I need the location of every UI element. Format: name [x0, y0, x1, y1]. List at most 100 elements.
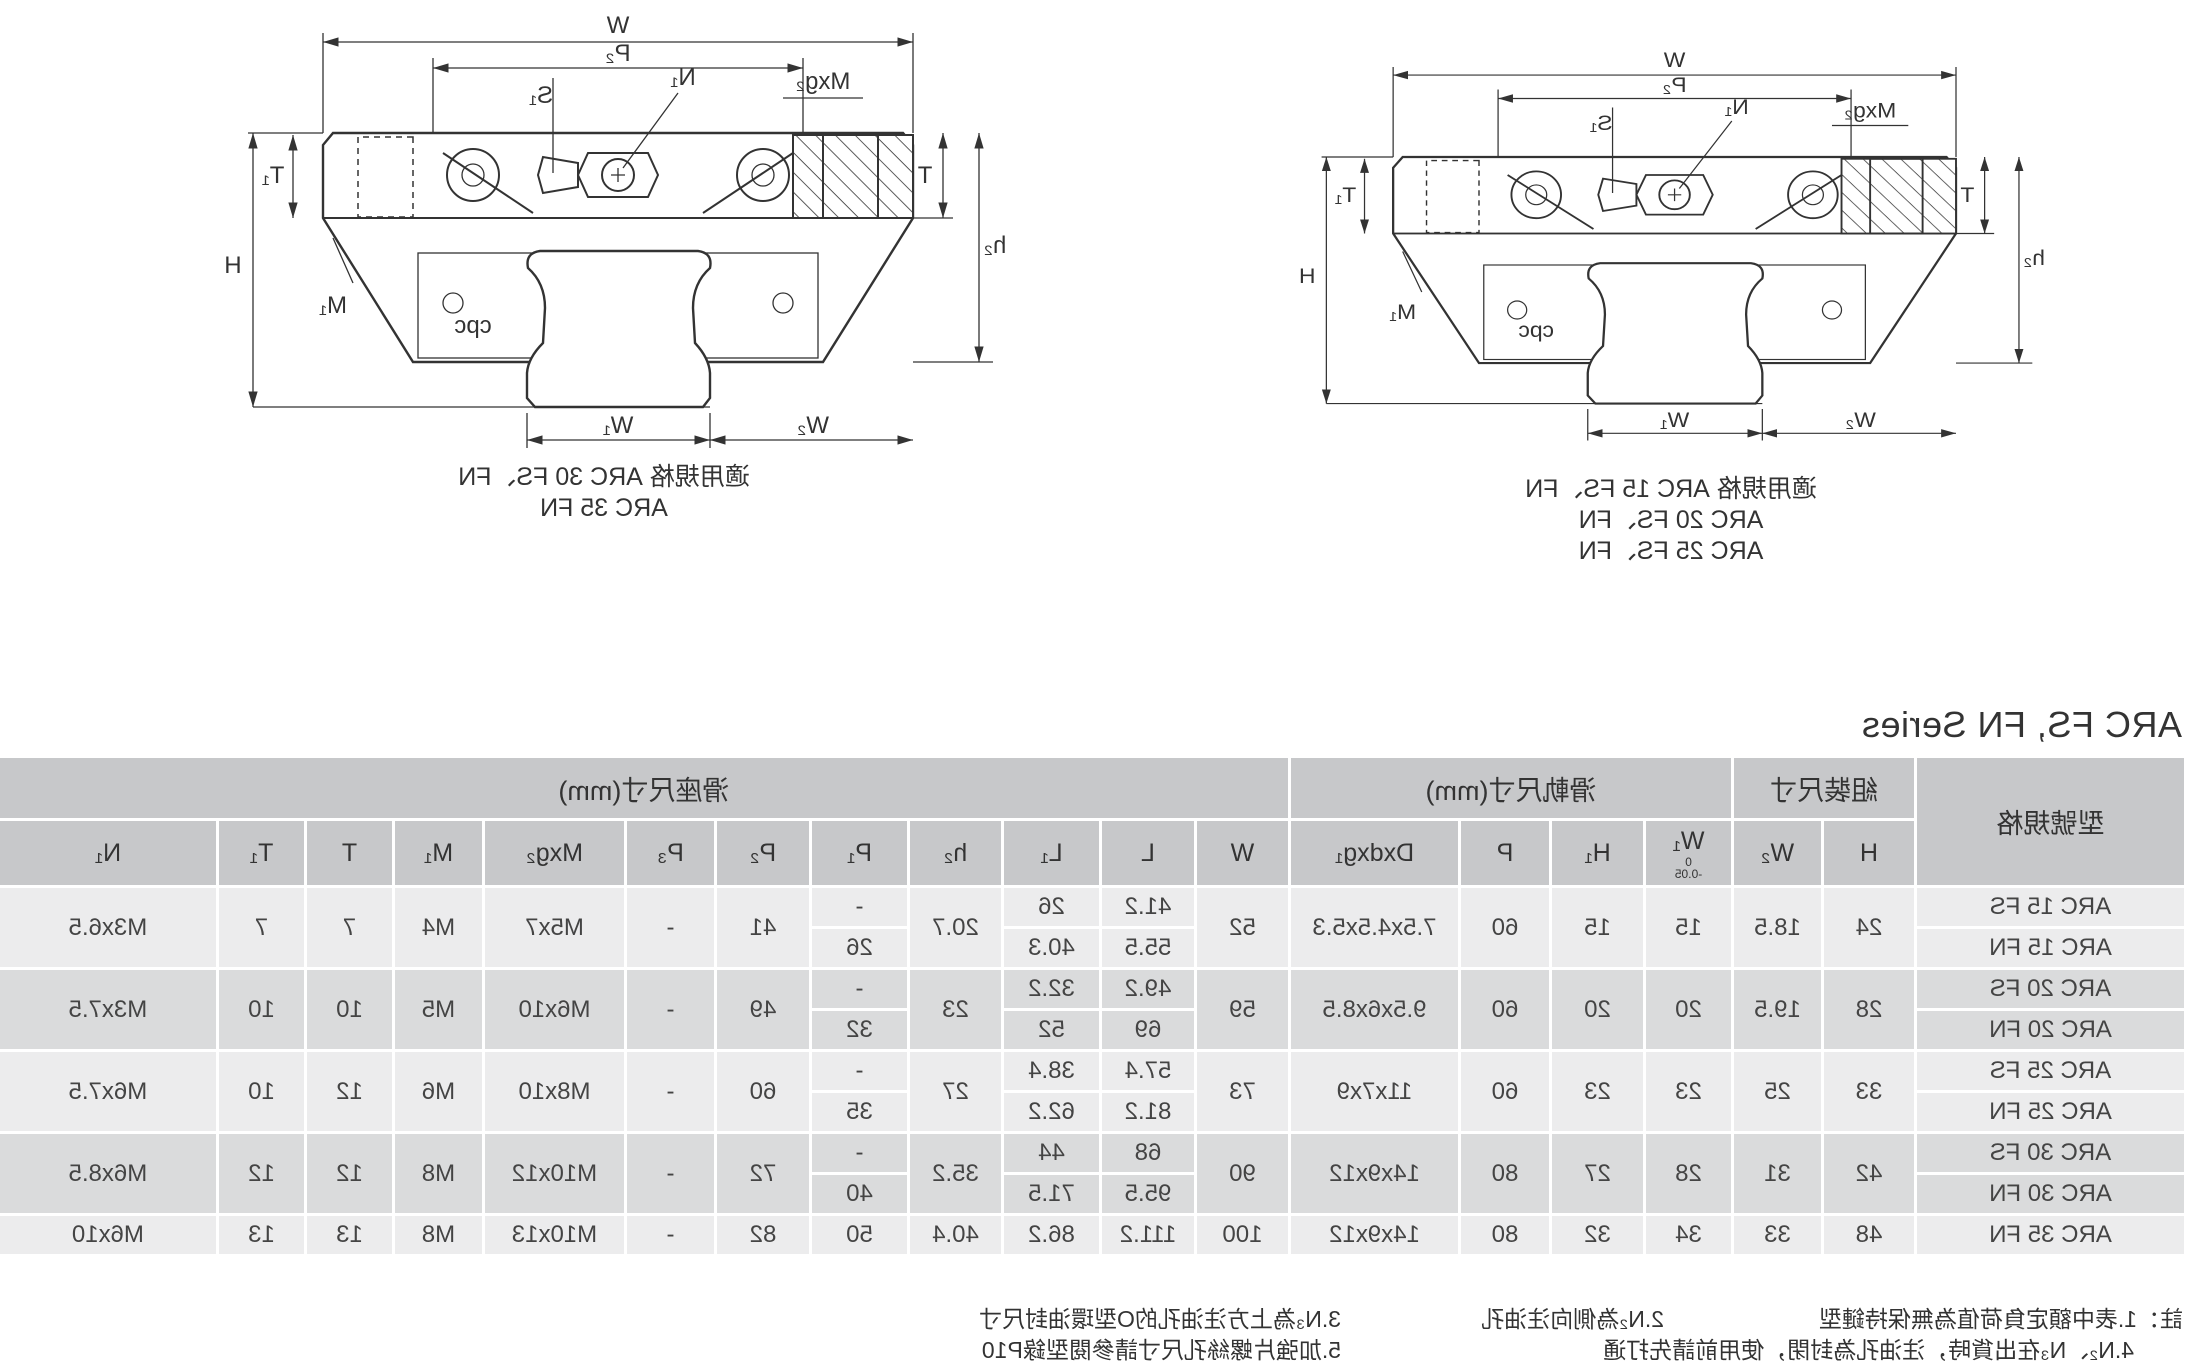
cell-p1: 40 — [810, 1173, 909, 1215]
cell-m1: M6 — [393, 1050, 484, 1133]
label-h2: h₂ — [2023, 246, 2045, 270]
cell-l1: 38.4 — [1002, 1050, 1101, 1092]
cell-l1: 86.2 — [1002, 1214, 1101, 1256]
cell-p3: - — [625, 1214, 716, 1256]
cell-p1: 35 — [810, 1091, 909, 1133]
cell-l1: 40.3 — [1002, 927, 1101, 969]
column-label: T — [341, 838, 358, 867]
cell-w2: 18.5 — [1732, 886, 1823, 969]
cell-d: 7.5x4.5x5.3 — [1289, 886, 1460, 969]
note-5: 5.加強片螺絲孔尺寸請參閱型錄P10 — [981, 1337, 1341, 1363]
series-title: ARC FS, FN Series — [1861, 704, 2182, 745]
label-h2: h₂ — [984, 232, 1007, 259]
tolerance-label: -0.05 — [1674, 866, 1703, 881]
grease-nipple-icon — [576, 152, 660, 198]
cell-l: 95.5 — [1100, 1173, 1196, 1215]
cell-p3: - — [625, 1132, 716, 1215]
column-label: P₃ — [657, 838, 684, 867]
cell-l: 68 — [1100, 1132, 1196, 1174]
cell-p2: 49 — [715, 968, 811, 1051]
cell-h2: 20.7 — [908, 886, 1003, 969]
cell-w: 73 — [1195, 1050, 1290, 1133]
cell-l: 49.2 — [1100, 968, 1196, 1010]
cell-l: 57.4 — [1100, 1050, 1196, 1092]
cell-h1: 23 — [1550, 1050, 1645, 1133]
column-label: W — [1230, 838, 1255, 867]
roller-icon — [1787, 170, 1839, 220]
cell-model: ARC 25 FS — [1915, 1050, 2186, 1092]
cell-m1: M8 — [393, 1214, 484, 1256]
cell-w2: 33 — [1732, 1214, 1823, 1256]
cell-w2: 25 — [1732, 1050, 1823, 1133]
note-1: 註：1.表中額定負荷值為無保持鏈型 — [1818, 1306, 2183, 1332]
column-header-m1: M₁ — [393, 819, 484, 887]
cell-w1: 23 — [1644, 1050, 1733, 1133]
cell-model: ARC 15 FS — [1915, 886, 2186, 928]
cell-d: 11x7x9 — [1289, 1050, 1460, 1133]
label-t: T — [917, 162, 932, 189]
column-label: P₁ — [846, 838, 873, 867]
cell-l: 41.2 — [1100, 886, 1196, 928]
column-header-h2: h₂ — [908, 819, 1003, 887]
column-label: Mxg₂ — [526, 838, 583, 867]
column-header-p2: P₂ — [715, 819, 811, 887]
cell-mxg2: M5x7 — [483, 886, 626, 969]
column-label: H₁ — [1584, 838, 1611, 867]
cell-t: 12 — [305, 1050, 394, 1133]
cell-l: 81.2 — [1100, 1091, 1196, 1133]
label-w: W — [606, 12, 629, 39]
column-header-n1: N₁ — [0, 819, 218, 887]
cell-d: 14x9x12 — [1289, 1214, 1460, 1256]
cell-w2: 31 — [1732, 1132, 1823, 1215]
cell-p2: 72 — [715, 1132, 811, 1215]
drawing-caption: ARC 35 FN — [540, 494, 668, 522]
column-label: T₁ — [249, 838, 274, 867]
column-label: L — [1141, 838, 1155, 867]
cell-h2: 23 — [908, 968, 1003, 1051]
column-header-w2: W₂ — [1732, 819, 1823, 887]
cell-p: 80 — [1459, 1214, 1551, 1256]
header-block: 滑座尺寸(mm) — [0, 756, 1290, 820]
cell-n1: M3x7.5 — [0, 968, 218, 1051]
cell-p1: 32 — [810, 1009, 909, 1051]
header-rail: 滑軌尺寸(mm) — [1289, 756, 1733, 820]
cell-w: 100 — [1195, 1214, 1290, 1256]
cell-p2: 41 — [715, 886, 811, 969]
cell-l1: 62.2 — [1002, 1091, 1101, 1133]
label-m1: M₁ — [319, 292, 347, 319]
cell-h: 28 — [1822, 968, 1916, 1051]
drawing-caption: 適用規格 ARC 15 FS、FN — [1525, 475, 1817, 503]
cell-t1: 12 — [217, 1132, 306, 1215]
cell-mxg2: M10x12 — [483, 1132, 626, 1215]
cell-h: 48 — [1822, 1214, 1916, 1256]
label-p2: P₂ — [1662, 73, 1686, 97]
cell-n1: M6x10 — [0, 1214, 218, 1256]
cell-p: 60 — [1459, 968, 1551, 1051]
column-label: L₁ — [1040, 838, 1063, 867]
section-hatch — [1840, 157, 1957, 235]
section-hatch — [792, 134, 914, 219]
cell-model: ARC 30 FN — [1915, 1173, 2186, 1215]
header-model: 型號規格 — [1915, 756, 2186, 887]
cell-p1: - — [810, 1132, 909, 1174]
label-s1: S₁ — [529, 82, 553, 109]
cell-w1: 34 — [1644, 1214, 1733, 1256]
cell-n1: M3x6.5 — [0, 886, 218, 969]
cell-p3: - — [625, 968, 716, 1051]
rail — [1586, 262, 1764, 405]
cell-mxg2: M10x13 — [483, 1214, 626, 1256]
cell-p1: 26 — [810, 927, 909, 969]
cell-t1: 10 — [217, 968, 306, 1051]
cell-w1: 28 — [1644, 1132, 1733, 1215]
column-label: P₂ — [749, 838, 777, 867]
label-n1: N₁ — [670, 64, 695, 91]
label-m1: M₁ — [1389, 300, 1416, 324]
column-label: Dxdxg₁ — [1334, 838, 1415, 867]
cell-d: 14x9x12 — [1289, 1132, 1460, 1215]
